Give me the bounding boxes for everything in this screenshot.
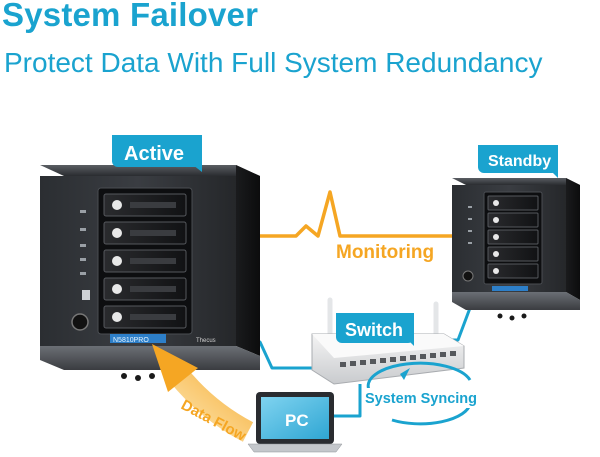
active-lcd-text: N5810PRO: [113, 337, 149, 344]
page-title: System Failover: [2, 0, 259, 33]
active-power-button: [71, 313, 89, 331]
active-drive-trays: [103, 193, 187, 329]
pc-laptop: PC: [247, 392, 343, 453]
active-status-leds: [80, 210, 90, 300]
switch-badge: Switch: [336, 313, 414, 346]
svg-text:Standby: Standby: [488, 153, 551, 170]
standby-badge: Standby: [478, 145, 558, 178]
page-subtitle: Protect Data With Full System Redundancy: [4, 47, 543, 78]
standby-drive-trays: [487, 195, 539, 279]
active-brand: Thecus: [196, 338, 216, 344]
standby-nas: [452, 178, 580, 321]
sync-arrowhead-top: [400, 368, 410, 380]
sync-label: System Syncing: [365, 391, 477, 407]
active-lcd: [110, 334, 166, 343]
monitoring-label: Monitoring: [336, 242, 434, 263]
svg-text:PC: PC: [285, 411, 309, 430]
cable-pc-to-switch: [334, 384, 362, 418]
data-flow-arrow: [152, 344, 254, 442]
svg-text:Switch: Switch: [345, 320, 403, 340]
svg-text:Active: Active: [124, 143, 184, 165]
sync-arrows: [366, 361, 472, 426]
monitoring-signal: [238, 190, 458, 247]
active-nas: N5810PRO Thecus: [40, 165, 260, 381]
active-badge: Active: [112, 135, 202, 172]
switch-ports: [340, 351, 456, 367]
